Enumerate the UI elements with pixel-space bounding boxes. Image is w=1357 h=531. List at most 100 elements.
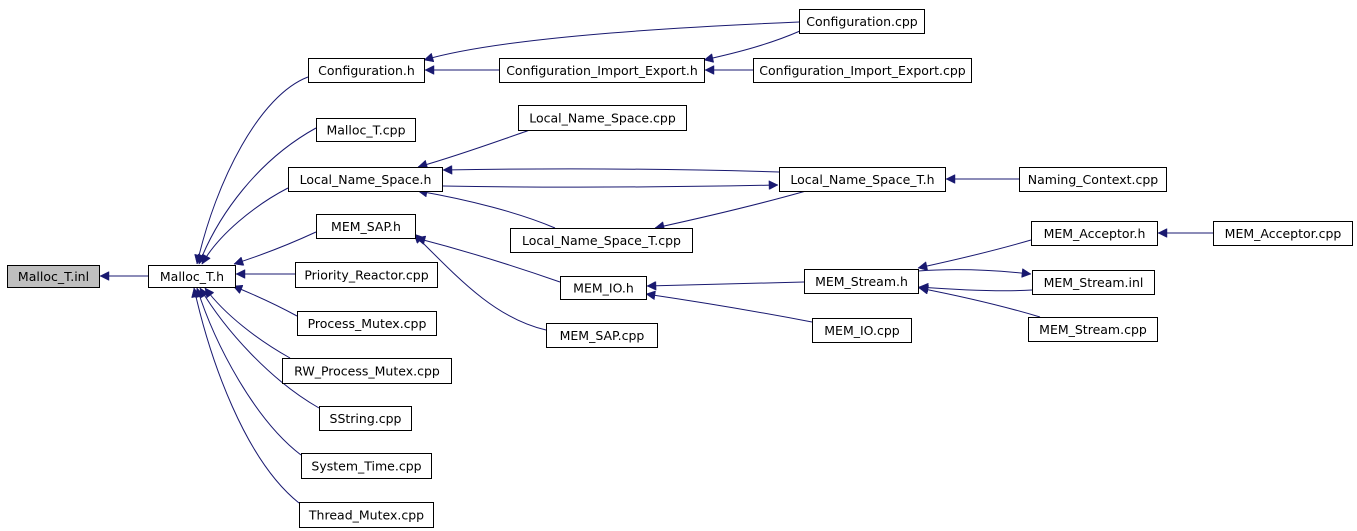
node-label: Malloc_T.inl xyxy=(18,269,89,284)
node-box xyxy=(319,406,412,431)
node-box xyxy=(804,269,919,294)
edge-local-name-space-h-to-local-name-space-t-h xyxy=(442,185,778,187)
node-mem-acceptor-h[interactable]: MEM_Acceptor.h xyxy=(1031,221,1158,246)
node-label: Malloc_T.cpp xyxy=(326,123,405,138)
nodes-layer: Malloc_T.inl Malloc_T.h Configuration.hMal… xyxy=(7,9,1353,528)
edge-configuration-cpp-to-configuration-h xyxy=(424,21,800,60)
node-mem-stream-cpp[interactable]: MEM_Stream.cpp xyxy=(1028,317,1158,342)
node-box xyxy=(779,167,946,192)
edge-rw-process-mutex-cpp-to-malloc-t-h xyxy=(204,288,291,359)
node-label: Configuration_Import_Export.cpp xyxy=(759,63,965,78)
node-label: Local_Name_Space.h xyxy=(300,172,432,187)
node-label: Malloc_T.h xyxy=(160,269,224,284)
node-box xyxy=(7,265,100,288)
node-malloc-t-h[interactable]: Malloc_T.h xyxy=(148,265,236,288)
node-configuration-import-export-cpp[interactable]: Configuration_Import_Export.cpp xyxy=(753,58,972,83)
node-local-name-space-t-cpp[interactable]: Local_Name_Space_T.cpp xyxy=(510,228,693,253)
edge-mem-io-cpp-to-mem-io-h xyxy=(646,294,813,323)
node-configuration-cpp[interactable]: Configuration.cpp xyxy=(799,9,925,34)
node-malloc-t-cpp[interactable]: Malloc_T.cpp xyxy=(316,118,416,142)
edge-thread-mutex-cpp-to-malloc-t-h xyxy=(194,288,300,504)
node-label: MEM_IO.h xyxy=(573,281,634,296)
node-label: Priority_Reactor.cpp xyxy=(304,268,428,283)
node-box xyxy=(295,262,438,288)
node-label: Configuration_Import_Export.h xyxy=(506,63,698,78)
node-box xyxy=(560,276,647,300)
node-mem-stream-h[interactable]: MEM_Stream.h xyxy=(804,269,919,294)
edge-mem-acceptor-h-to-mem-stream-h xyxy=(918,239,1032,268)
node-malloc-t-inl: Malloc_T.inl xyxy=(7,265,100,288)
node-label: MEM_Acceptor.cpp xyxy=(1225,226,1342,241)
node-thread-mutex-cpp[interactable]: Thread_Mutex.cpp xyxy=(299,502,434,528)
edge-local-name-space-t-h-to-local-name-space-h xyxy=(443,169,780,172)
node-label: Configuration.h xyxy=(318,63,415,78)
node-local-name-space-t-h[interactable]: Local_Name_Space_T.h xyxy=(779,167,946,192)
node-label: Thread_Mutex.cpp xyxy=(308,508,424,523)
edges-layer xyxy=(100,21,1213,504)
node-label: MEM_Stream.h xyxy=(815,274,908,289)
edge-mem-sap-cpp-to-mem-sap-h xyxy=(414,234,547,331)
edge-mem-stream-inl-to-mem-stream-h xyxy=(919,287,1033,291)
node-box xyxy=(546,323,658,348)
node-box xyxy=(1032,270,1155,295)
edge-mem-stream-h-to-mem-stream-inl xyxy=(917,270,1031,274)
node-label: MEM_SAP.h xyxy=(331,219,401,234)
node-process-mutex-cpp[interactable]: Process_Mutex.cpp xyxy=(297,311,437,336)
node-label: Naming_Context.cpp xyxy=(1028,172,1159,187)
node-box xyxy=(1031,221,1158,246)
node-box xyxy=(308,58,425,83)
edge-local-name-space-cpp-to-local-name-space-h xyxy=(418,129,531,167)
node-mem-sap-h[interactable]: MEM_SAP.h xyxy=(316,214,416,239)
node-label: MEM_IO.cpp xyxy=(824,323,900,338)
node-label: Local_Name_Space_T.h xyxy=(790,172,934,187)
node-mem-io-cpp[interactable]: MEM_IO.cpp xyxy=(812,318,912,343)
node-box xyxy=(297,311,437,336)
node-box xyxy=(1019,167,1167,192)
node-box xyxy=(301,453,432,479)
edge-sstring-cpp-to-malloc-t-h xyxy=(199,288,320,409)
edge-process-mutex-cpp-to-malloc-t-h xyxy=(233,286,298,317)
node-sstring-cpp[interactable]: SString.cpp xyxy=(319,406,412,431)
node-mem-stream-inl[interactable]: MEM_Stream.inl xyxy=(1032,270,1155,295)
edge-local-name-space-h-to-malloc-t-h xyxy=(201,187,289,264)
node-box xyxy=(282,358,452,384)
node-label: Local_Name_Space.cpp xyxy=(529,111,676,126)
node-label: RW_Process_Mutex.cpp xyxy=(294,364,440,379)
node-mem-sap-cpp[interactable]: MEM_SAP.cpp xyxy=(546,323,658,348)
node-box xyxy=(299,502,434,528)
node-box xyxy=(316,118,416,142)
node-box xyxy=(518,105,687,131)
edge-mem-stream-cpp-to-mem-stream-h xyxy=(919,288,1041,318)
node-box xyxy=(148,265,236,288)
node-box xyxy=(799,9,925,34)
node-local-name-space-cpp[interactable]: Local_Name_Space.cpp xyxy=(518,105,687,131)
edge-system-time-cpp-to-malloc-t-h xyxy=(197,288,302,456)
node-priority-reactor-cpp[interactable]: Priority_Reactor.cpp xyxy=(295,262,438,288)
node-system-time-cpp[interactable]: System_Time.cpp xyxy=(301,453,432,479)
node-box xyxy=(1028,317,1158,342)
edge-mem-sap-h-to-malloc-t-h xyxy=(234,231,317,264)
node-box xyxy=(316,214,416,239)
node-label: System_Time.cpp xyxy=(311,459,421,474)
node-box xyxy=(812,318,912,343)
edge-mem-io-h-to-mem-sap-h xyxy=(416,238,561,283)
edge-mem-stream-h-to-mem-io-h xyxy=(647,282,805,286)
edge-local-name-space-t-h-to-local-name-space-t-cpp xyxy=(655,190,807,228)
node-label: MEM_Acceptor.h xyxy=(1044,226,1146,241)
node-box xyxy=(1213,221,1353,246)
node-mem-acceptor-cpp[interactable]: MEM_Acceptor.cpp xyxy=(1213,221,1353,246)
node-configuration-import-export-h[interactable]: Configuration_Import_Export.h xyxy=(499,58,705,83)
node-mem-io-h[interactable]: MEM_IO.h xyxy=(560,276,647,300)
edge-configuration-h-to-malloc-t-h xyxy=(197,76,309,264)
node-naming-context-cpp[interactable]: Naming_Context.cpp xyxy=(1019,167,1167,192)
node-label: Local_Name_Space_T.cpp xyxy=(522,233,681,248)
node-box xyxy=(499,58,705,83)
node-box xyxy=(288,167,443,192)
node-box xyxy=(510,228,693,253)
node-local-name-space-h[interactable]: Local_Name_Space.h xyxy=(288,167,443,192)
node-rw-process-mutex-cpp[interactable]: RW_Process_Mutex.cpp xyxy=(282,358,452,384)
node-label: Process_Mutex.cpp xyxy=(308,316,427,331)
node-label: MEM_Stream.cpp xyxy=(1039,322,1147,337)
node-configuration-h[interactable]: Configuration.h xyxy=(308,58,425,83)
